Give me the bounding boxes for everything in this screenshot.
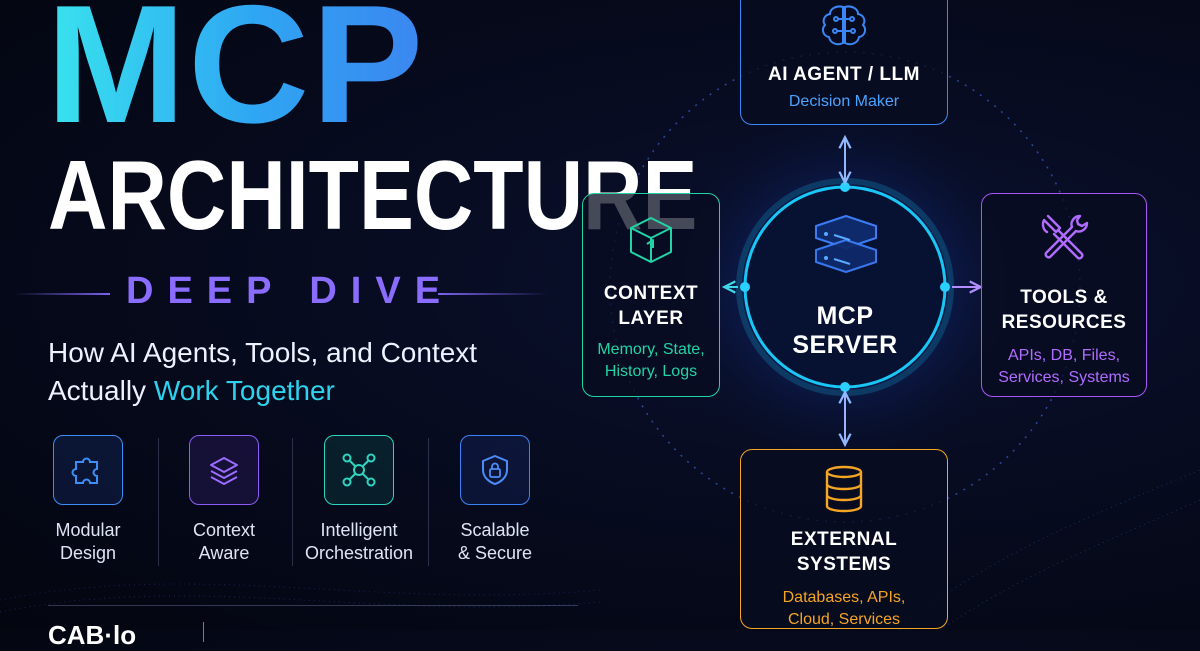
context-subtitle: Memory, State, History, Logs xyxy=(583,339,719,383)
server-icon xyxy=(810,212,882,289)
tagline-deep-dive: DEEP DIVE xyxy=(126,270,455,312)
tools-sub-line2: Services, Systems xyxy=(998,369,1130,386)
brain-icon xyxy=(741,3,947,54)
feature-divider xyxy=(428,438,429,566)
context-sub-line2: History, Logs xyxy=(604,363,698,380)
context-title-line2: LAYER xyxy=(618,308,684,329)
context-sub-line1: Memory, State, xyxy=(597,341,705,358)
subtitle: How AI Agents, Tools, and Context Actual… xyxy=(48,334,477,410)
feature-label-line1: Scalable xyxy=(460,520,530,540)
context-title-line1: CONTEXT xyxy=(603,283,699,304)
feature-scalable-secure: Scalable & Secure xyxy=(430,435,560,565)
tagline-left-rule xyxy=(14,293,110,295)
layers-icon xyxy=(189,435,259,505)
tagline-right-rule xyxy=(438,293,548,295)
feature-label-line1: Intelligent xyxy=(320,520,398,540)
external-title-line2: SYSTEMS xyxy=(796,554,892,575)
node-tools-resources: TOOLS & RESOURCES APIs, DB, Files, Servi… xyxy=(981,193,1147,397)
external-sub-line1: Databases, APIs, xyxy=(782,589,906,606)
tools-sub-line1: APIs, DB, Files, xyxy=(1007,347,1121,364)
puzzle-icon xyxy=(53,435,123,505)
subtitle-line2-prefix: Actually xyxy=(48,375,154,406)
center-label-line2: SERVER xyxy=(792,331,898,359)
feature-label-line2: Aware xyxy=(198,543,250,563)
database-icon xyxy=(741,464,947,519)
network-icon xyxy=(324,435,394,505)
subtitle-line1: How AI Agents, Tools, and Context xyxy=(48,337,478,368)
center-label: MCP SERVER xyxy=(765,302,925,360)
diagram-connectors xyxy=(0,51,1200,630)
external-subtitle: Databases, APIs, Cloud, Services xyxy=(741,587,947,631)
node-context-layer: CONTEXT LAYER Memory, State, History, Lo… xyxy=(582,193,720,397)
node-external-systems: EXTERNAL SYSTEMS Databases, APIs, Cloud,… xyxy=(740,449,948,629)
tools-icon xyxy=(982,208,1146,273)
brand-separator xyxy=(203,622,204,642)
node-ai-agent: AI AGENT / LLM Decision Maker xyxy=(740,0,948,125)
external-sub-line2: Cloud, Services xyxy=(787,611,901,628)
feature-label-line2: Orchestration xyxy=(304,543,414,563)
feature-label-line1: Modular xyxy=(55,520,121,540)
tools-title: TOOLS & RESOURCES xyxy=(982,285,1146,335)
subtitle-line2: Actually Work Together xyxy=(48,372,477,410)
feature-label-line2: Design xyxy=(59,543,117,563)
agent-title: AI AGENT / LLM xyxy=(768,64,920,85)
tools-title-line2: RESOURCES xyxy=(1001,312,1127,333)
tools-subtitle: APIs, DB, Files, Services, Systems xyxy=(982,345,1146,389)
feature-divider xyxy=(158,438,159,566)
cube-icon xyxy=(583,212,719,273)
external-title-line1: EXTERNAL xyxy=(790,529,898,550)
external-title: EXTERNAL SYSTEMS xyxy=(741,527,947,577)
center-label-line1: MCP xyxy=(816,302,874,330)
shield-lock-icon xyxy=(460,435,530,505)
title-mcp: MCP xyxy=(46,0,425,148)
feature-divider xyxy=(292,438,293,566)
brand-logo: CAB·lo xyxy=(48,620,137,650)
context-title: CONTEXT LAYER xyxy=(583,281,719,331)
feature-label-line2: & Secure xyxy=(457,543,533,563)
subtitle-highlight: Work Together xyxy=(153,375,335,406)
tools-title-line1: TOOLS & xyxy=(1020,287,1108,308)
agent-subtitle: Decision Maker xyxy=(788,93,900,110)
footer-divider xyxy=(48,605,578,606)
feature-label-line1: Context xyxy=(192,520,256,540)
